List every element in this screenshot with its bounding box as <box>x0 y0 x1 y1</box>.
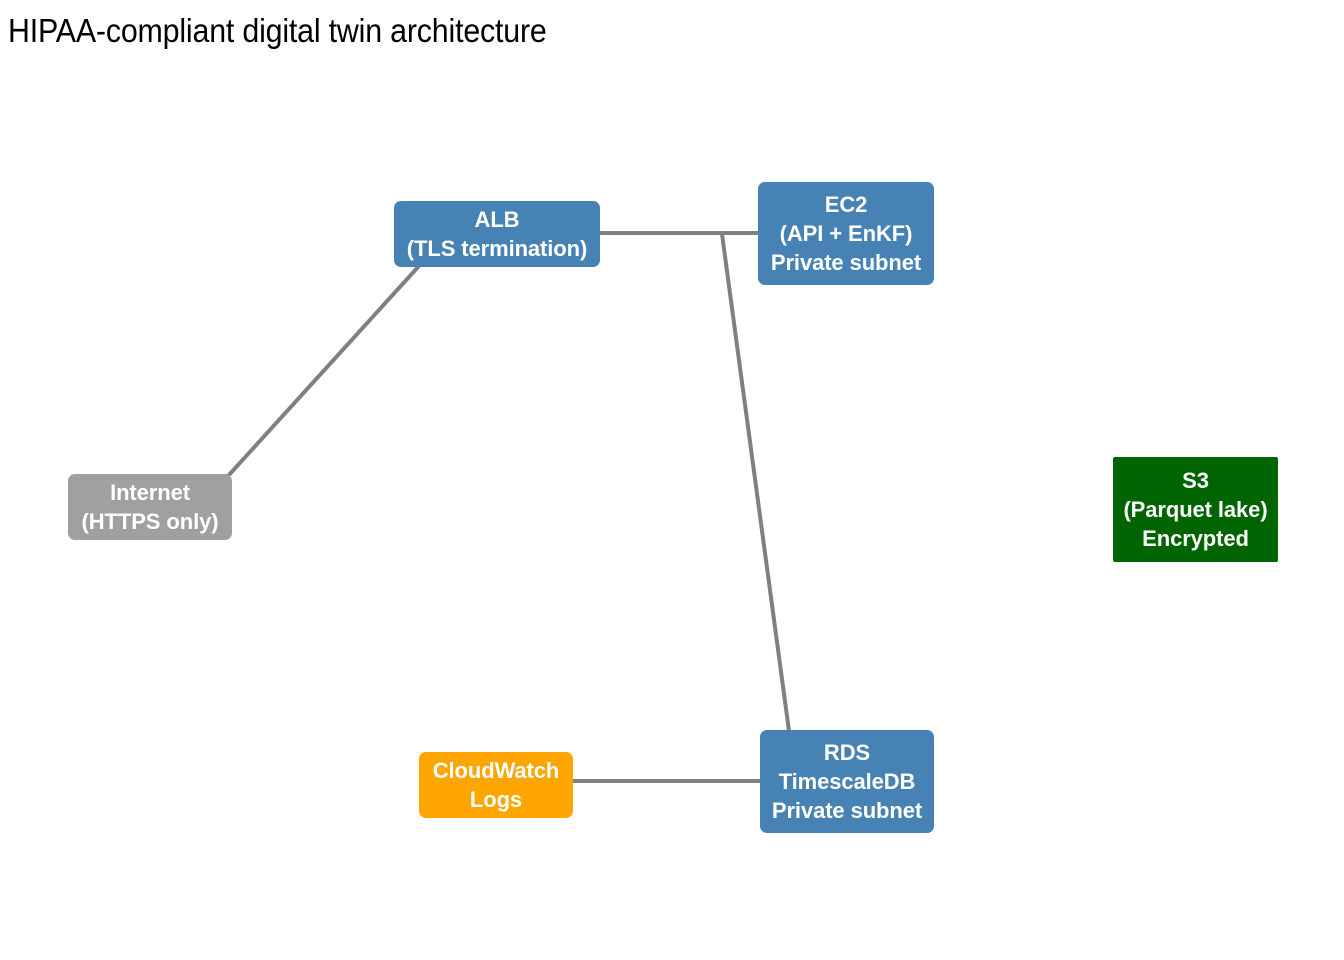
node-internet-label-1: Internet <box>110 480 190 505</box>
edge-ec2-rds <box>720 233 791 732</box>
node-s3-label-3: Encrypted <box>1142 526 1249 551</box>
node-rds-label-2: TimescaleDB <box>778 769 916 794</box>
node-rds-label-3: Private subnet <box>771 798 923 823</box>
node-alb-label-1: ALB <box>474 207 520 232</box>
node-s3-label-1: S3 <box>1182 468 1209 493</box>
node-ec2[interactable]: EC2 (API + EnKF) Private subnet <box>758 182 934 285</box>
node-rds-label-1: RDS <box>823 740 871 765</box>
node-cloudwatch-label-1: CloudWatch <box>432 758 560 783</box>
node-internet[interactable]: Internet (HTTPS only) <box>68 474 232 540</box>
node-s3[interactable]: S3 (Parquet lake) Encrypted <box>1113 457 1278 562</box>
node-s3-label-2: (Parquet lake) <box>1123 497 1268 522</box>
node-alb-label-2: (TLS termination) <box>406 236 588 261</box>
node-internet-label-2: (HTTPS only) <box>81 509 219 534</box>
edge-internet-alb <box>226 264 421 478</box>
node-ec2-label-3: Private subnet <box>770 250 922 275</box>
node-ec2-label-2: (API + EnKF) <box>779 221 913 246</box>
page-title: HIPAA-compliant digital twin architectur… <box>8 12 547 49</box>
node-rds[interactable]: RDS TimescaleDB Private subnet <box>760 730 934 833</box>
node-ec2-label-1: EC2 <box>824 192 868 217</box>
node-cloudwatch-label-2: Logs <box>469 787 523 812</box>
node-alb[interactable]: ALB (TLS termination) <box>394 201 600 267</box>
